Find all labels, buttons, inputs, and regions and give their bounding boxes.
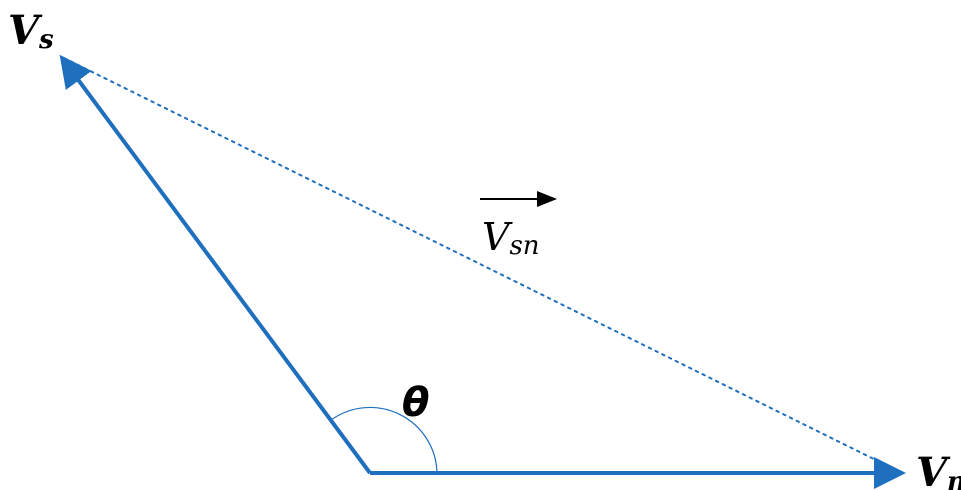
- difference-vector-line: [63, 57, 897, 471]
- label-vn-main: V: [916, 449, 951, 490]
- label-vsn: Vsn: [482, 215, 540, 261]
- label-vsn-sub: sn: [509, 231, 539, 261]
- angle-theta-arc: [330, 406, 438, 474]
- label-vs: Vs: [8, 7, 54, 55]
- vector-vs-arrow: [59, 54, 372, 475]
- label-vn: Vn: [916, 449, 961, 490]
- label-vs-main: V: [8, 7, 43, 54]
- label-vsn-main: V: [482, 215, 513, 259]
- label-theta: θ: [402, 380, 429, 426]
- label-vn-sub: n: [947, 467, 961, 490]
- label-vs-sub: s: [38, 25, 54, 55]
